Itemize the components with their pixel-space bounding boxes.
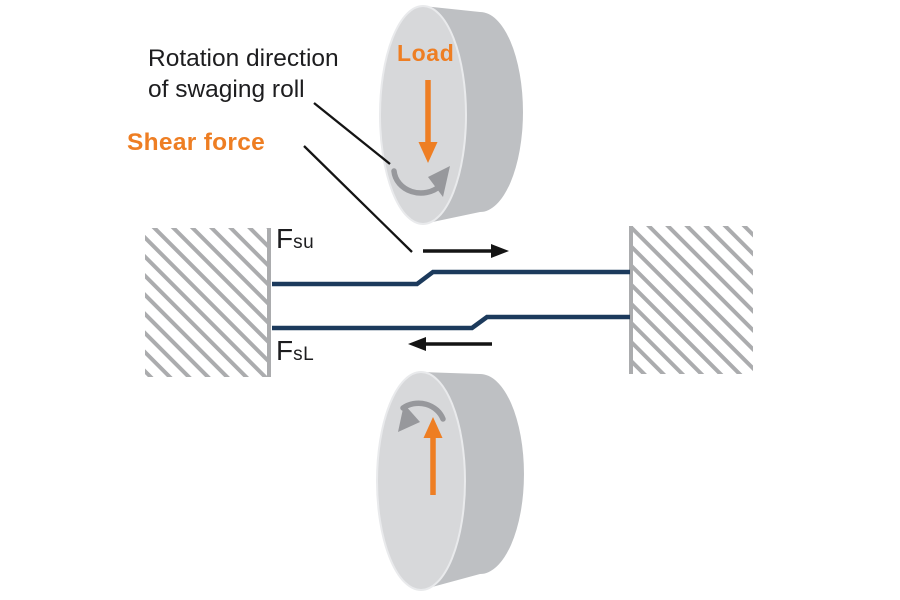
upper-shear-force-symbol: Fsu bbox=[276, 223, 314, 255]
rotation-arrow-top-roll-icon bbox=[391, 166, 450, 197]
load-arrow-down-icon bbox=[418, 80, 438, 163]
shear-force-leader-line bbox=[303, 145, 413, 253]
workpiece-upper-edge bbox=[272, 269, 630, 287]
rotation-arrow-bottom-roll-icon bbox=[398, 400, 446, 432]
shear-arrow-right-icon bbox=[423, 244, 509, 258]
top-roll bbox=[379, 5, 523, 225]
lower-shear-force-symbol-main: F bbox=[276, 335, 294, 366]
rotation-direction-label-line2: of swaging roll bbox=[148, 76, 305, 103]
right-support bbox=[629, 226, 753, 374]
rotation-arc-bottom bbox=[400, 400, 446, 422]
lower-shear-force-symbol-subscript: sL bbox=[293, 344, 315, 365]
right-support-hatch bbox=[632, 226, 753, 374]
rotation-direction-label: Rotation direction of swaging roll bbox=[148, 43, 339, 105]
left-support-hatch bbox=[145, 228, 268, 377]
rotation-direction-leader-line bbox=[313, 102, 391, 165]
rotation-arrowhead-top bbox=[428, 166, 450, 197]
shear-arrow-right-head bbox=[491, 244, 509, 258]
load-label: Load bbox=[397, 40, 455, 66]
bottom-roll bbox=[376, 371, 524, 591]
bottom-roll-face bbox=[376, 371, 466, 591]
left-support bbox=[145, 228, 271, 377]
shear-arrow-left-head bbox=[408, 337, 426, 351]
upper-shear-force-symbol-main: F bbox=[276, 223, 294, 254]
load-arrow-up-icon bbox=[423, 417, 443, 495]
load-arrow-up-head bbox=[423, 417, 443, 438]
workpiece-lower-edge bbox=[272, 314, 630, 331]
rotation-direction-label-line1: Rotation direction bbox=[148, 45, 339, 72]
shear-arrow-left-icon bbox=[408, 337, 492, 351]
load-arrow-down-head bbox=[418, 142, 438, 163]
lower-shear-force-symbol: FsL bbox=[276, 335, 314, 367]
upper-shear-force-symbol-subscript: su bbox=[293, 232, 315, 253]
rotation-arc-top bbox=[391, 168, 443, 196]
rotation-arrowhead-bottom bbox=[398, 404, 420, 432]
shear-force-label: Shear force bbox=[127, 129, 266, 156]
